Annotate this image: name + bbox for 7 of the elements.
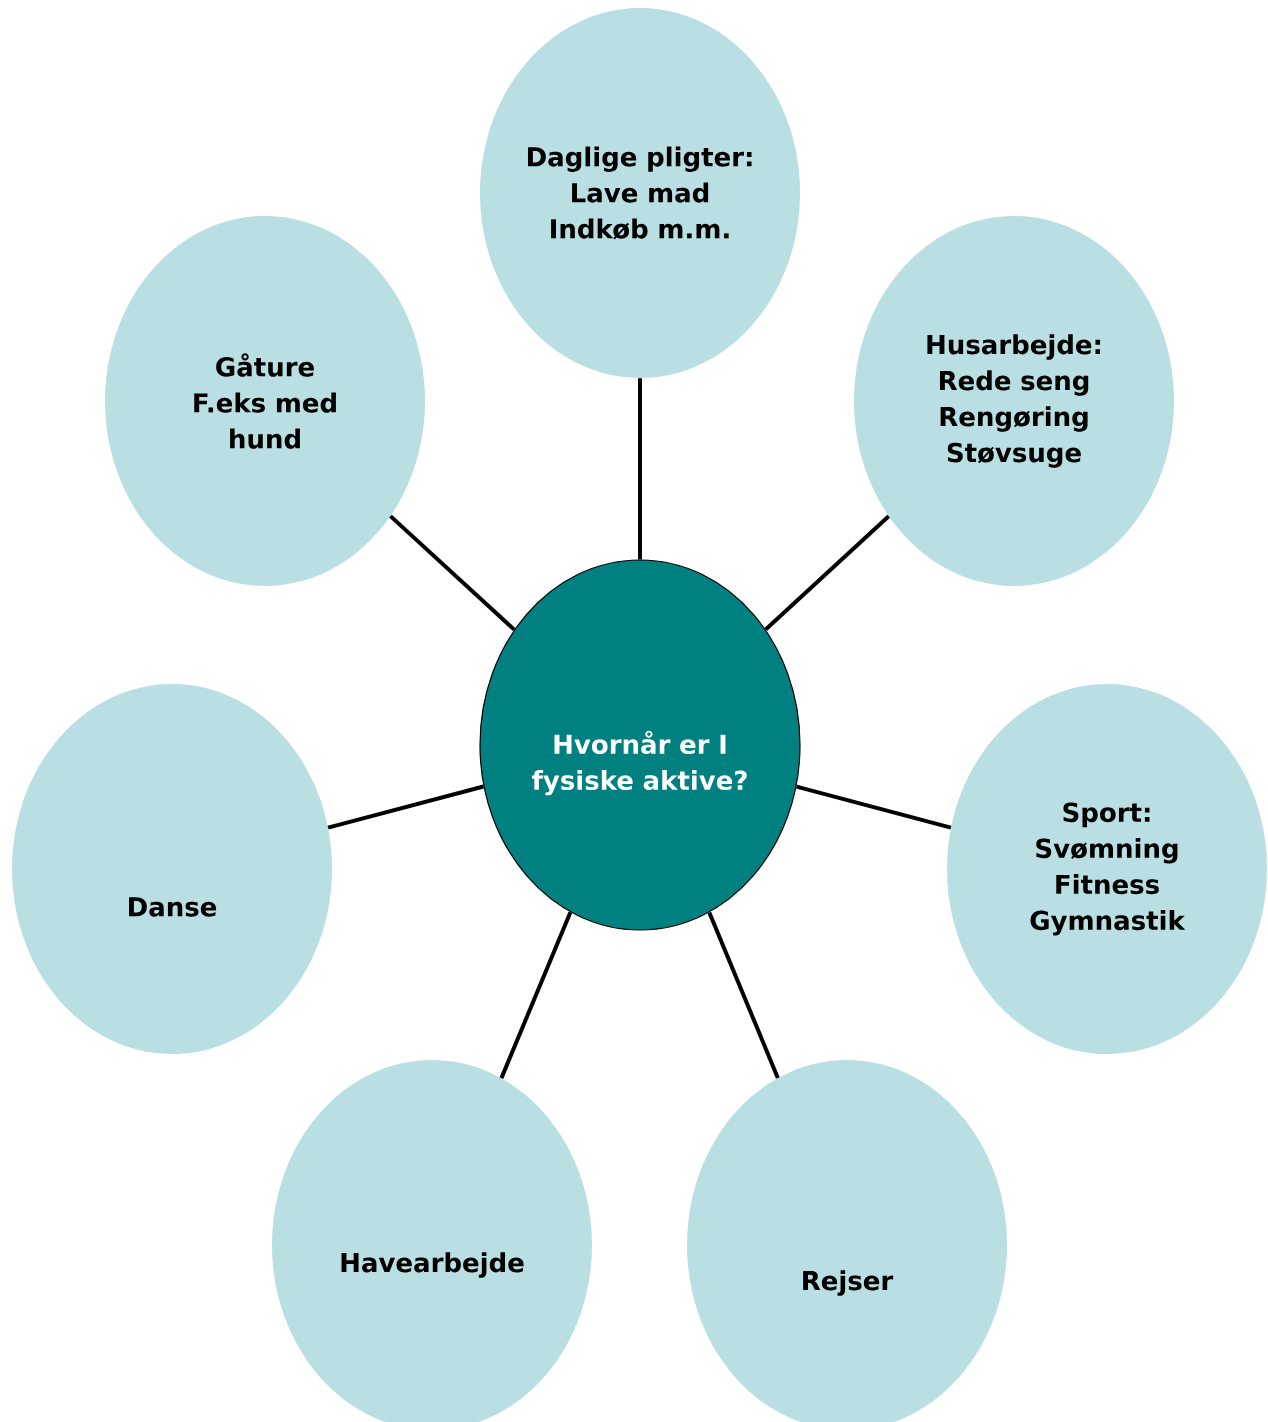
connector-line: [638, 378, 642, 560]
connector-line: [707, 911, 780, 1079]
connector-line: [389, 514, 516, 632]
connector-line: [796, 784, 952, 830]
connector-line: [327, 784, 484, 830]
connector-line: [499, 911, 573, 1079]
connector-line: [764, 514, 890, 631]
